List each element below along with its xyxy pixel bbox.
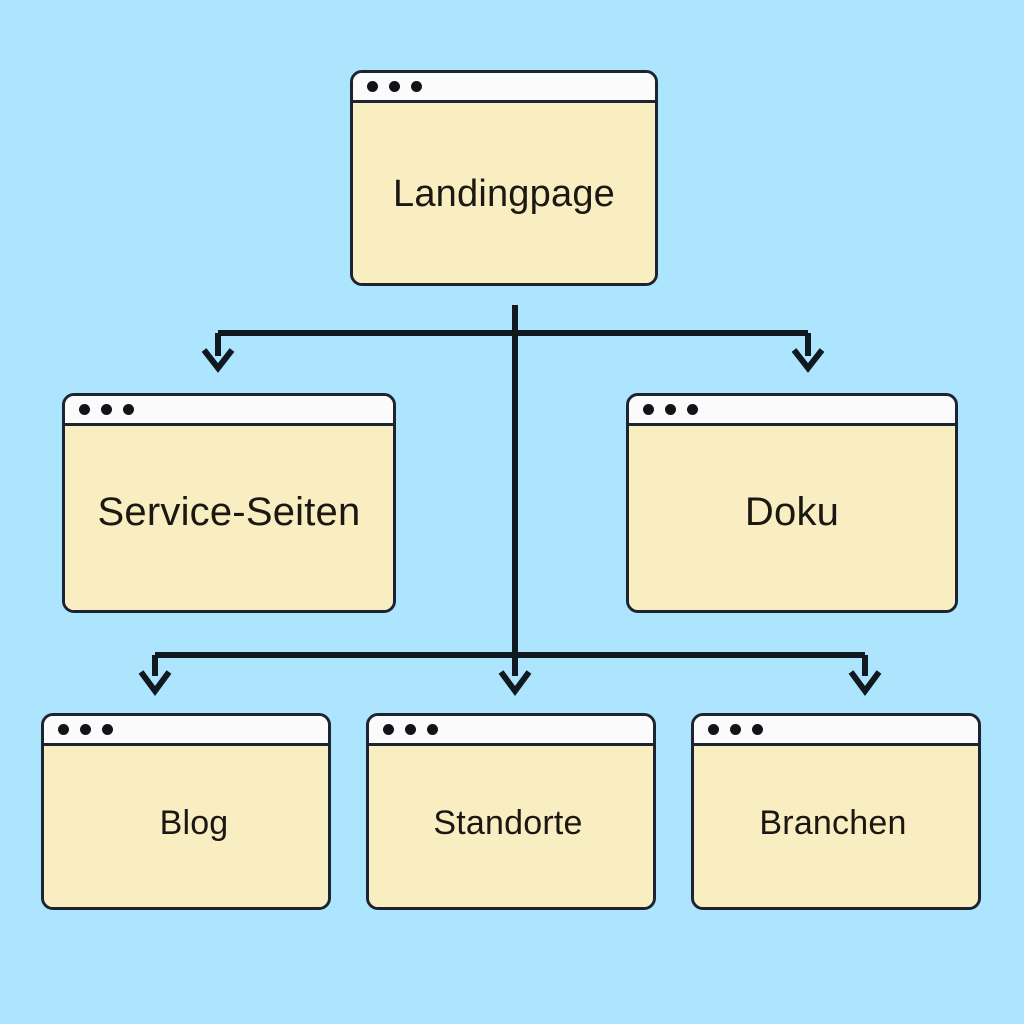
node-label-branchen: Branchen bbox=[759, 803, 907, 842]
window-dot-2 bbox=[389, 81, 400, 92]
node-service-seiten[interactable]: Service-Seiten bbox=[62, 393, 396, 613]
window-dot-3 bbox=[752, 724, 763, 735]
node-label-doku: Doku bbox=[744, 490, 840, 534]
arrowhead-standorte-icon bbox=[498, 670, 532, 697]
window-titlebar bbox=[369, 716, 653, 746]
node-body: Branchen bbox=[694, 746, 978, 907]
window-dot-1 bbox=[383, 724, 394, 735]
node-label-standorte: Standorte bbox=[433, 803, 583, 842]
arrowhead-blog-icon bbox=[138, 670, 172, 697]
node-doku[interactable]: Doku bbox=[626, 393, 958, 613]
node-standorte[interactable]: Standorte bbox=[366, 713, 656, 910]
arrowhead-service-icon bbox=[201, 348, 235, 373]
node-label-blog: Blog bbox=[159, 803, 229, 842]
arrowhead-doku-icon bbox=[791, 348, 825, 373]
window-dot-3 bbox=[687, 404, 698, 415]
window-dot-3 bbox=[123, 404, 134, 415]
window-dot-3 bbox=[411, 81, 422, 92]
node-body: Doku bbox=[629, 426, 955, 610]
window-titlebar bbox=[694, 716, 978, 746]
window-dot-1 bbox=[643, 404, 654, 415]
node-branchen[interactable]: Branchen bbox=[691, 713, 981, 910]
window-dot-1 bbox=[708, 724, 719, 735]
node-body: Landingpage bbox=[353, 103, 655, 283]
window-dot-2 bbox=[665, 404, 676, 415]
node-landingpage[interactable]: Landingpage bbox=[350, 70, 658, 286]
window-dot-1 bbox=[79, 404, 90, 415]
window-dot-2 bbox=[80, 724, 91, 735]
window-dot-1 bbox=[367, 81, 378, 92]
arrowhead-branchen-icon bbox=[848, 670, 882, 697]
node-blog[interactable]: Blog bbox=[41, 713, 331, 910]
window-titlebar bbox=[353, 73, 655, 103]
node-body: Service-Seiten bbox=[65, 426, 393, 610]
node-label-landingpage: Landingpage bbox=[393, 173, 615, 216]
window-dot-3 bbox=[102, 724, 113, 735]
window-titlebar bbox=[629, 396, 955, 426]
node-label-service-seiten: Service-Seiten bbox=[97, 490, 361, 534]
window-titlebar bbox=[44, 716, 328, 746]
window-dot-2 bbox=[101, 404, 112, 415]
node-body: Standorte bbox=[369, 746, 653, 907]
window-dot-2 bbox=[405, 724, 416, 735]
node-body: Blog bbox=[44, 746, 328, 907]
window-dot-2 bbox=[730, 724, 741, 735]
window-dot-3 bbox=[427, 724, 438, 735]
window-dot-1 bbox=[58, 724, 69, 735]
window-titlebar bbox=[65, 396, 393, 426]
